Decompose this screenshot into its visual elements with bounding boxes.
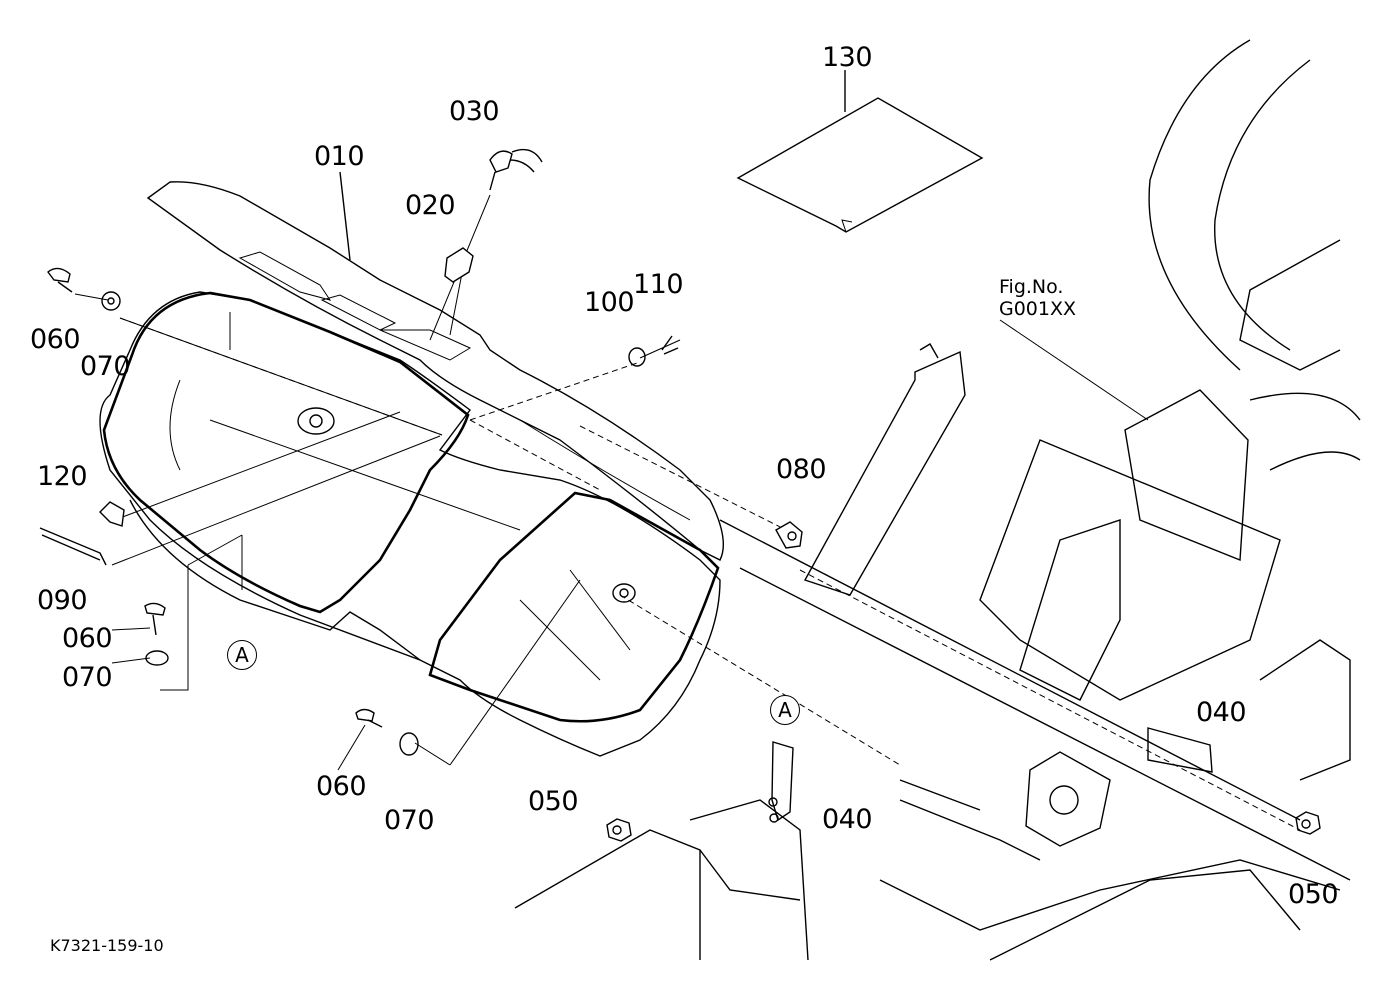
small-fasteners: [39, 148, 1321, 842]
part-label-070-top: 070: [80, 351, 131, 382]
part-label-070-bottom: 070: [384, 805, 435, 836]
part-label-070-mid: 070: [62, 662, 113, 693]
reference-marker-a-right: A: [770, 695, 800, 725]
part-label-090: 090: [37, 585, 88, 616]
figure-reference: Fig.No. G001XX: [999, 276, 1077, 321]
reference-marker-a-left: A: [227, 640, 257, 670]
part-label-010: 010: [314, 141, 365, 172]
part-label-040-left: 040: [822, 804, 873, 835]
part-label-100: 100: [584, 287, 635, 318]
part-label-080: 080: [776, 454, 827, 485]
part-label-110: 110: [633, 269, 684, 300]
part-label-040-right: 040: [1196, 697, 1247, 728]
part-label-030: 030: [449, 96, 500, 127]
part-label-050-left: 050: [528, 786, 579, 817]
part-130-sheet: [736, 70, 984, 233]
figure-reference-line2: G001XX: [999, 297, 1077, 320]
chassis-frame: [514, 39, 1361, 961]
part-label-060-mid: 060: [62, 623, 113, 654]
part-label-020: 020: [405, 190, 456, 221]
leader-lines: [74, 194, 1149, 771]
part-label-130: 130: [822, 42, 873, 73]
part-label-050-right: 050: [1288, 879, 1339, 910]
box-body: [99, 291, 721, 757]
part-label-060-top: 060: [30, 324, 81, 355]
drawing-code: K7321-159-10: [50, 936, 164, 955]
part-010-lid: [146, 171, 725, 561]
figure-reference-line1: Fig.No.: [999, 276, 1064, 298]
part-label-120: 120: [37, 461, 88, 492]
part-label-060-bottom: 060: [316, 771, 367, 802]
